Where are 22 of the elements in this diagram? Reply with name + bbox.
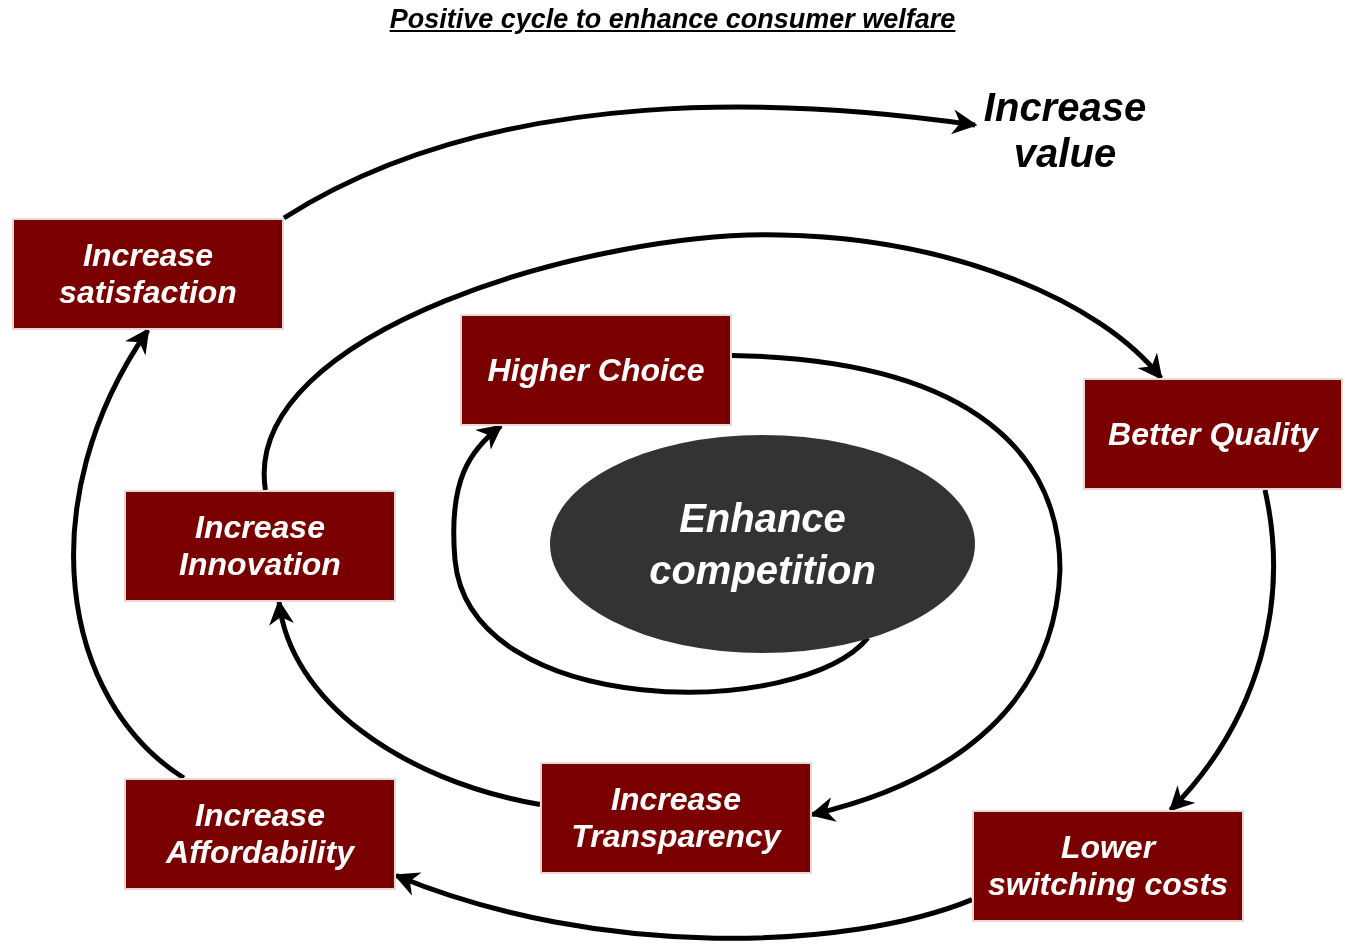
box-label: Increase Transparency [570, 781, 783, 855]
process-box [972, 810, 1244, 922]
box-label: Better Quality [1108, 415, 1318, 453]
node-label: Increase value [982, 84, 1148, 176]
box-label: Increase Affordability [164, 797, 356, 871]
process-box [1083, 378, 1343, 490]
arrow [262, 232, 1163, 491]
process-box [124, 490, 396, 602]
arrow [1168, 489, 1276, 812]
box-label: Increase satisfaction [58, 237, 238, 311]
box-label: Increase Innovation [178, 509, 342, 583]
box-label: Lower switching costs [986, 829, 1229, 903]
box-label: Higher Choice [487, 351, 705, 389]
arrow [282, 104, 978, 221]
process-box [540, 762, 812, 874]
process-box [460, 314, 732, 426]
process-box [12, 218, 284, 330]
diagram-title: Positive cycle to enhance consumer welfare [388, 4, 957, 35]
arrow [731, 352, 1063, 821]
process-box [124, 778, 396, 890]
box-label: Enhance competition [648, 495, 877, 594]
arrow [451, 424, 870, 695]
